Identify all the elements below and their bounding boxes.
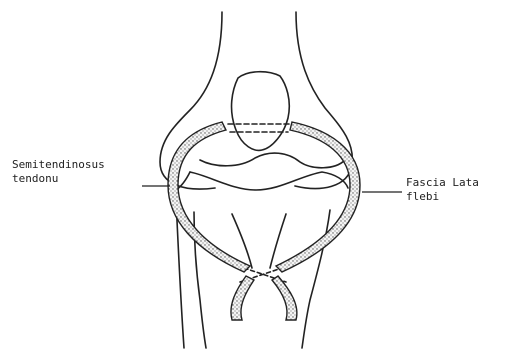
tibial-tuberosity [232, 214, 286, 268]
femur-condyle-surface [200, 153, 345, 168]
label-semitendinosus-1: Semitendinosus [12, 158, 105, 171]
femur-outline [160, 12, 222, 189]
label-semitendinosus-2: tendonu [12, 172, 58, 185]
patella [232, 72, 290, 151]
fascia-lata-graft [276, 122, 360, 272]
graft-lower-cross-right [272, 276, 297, 320]
tibia-right [302, 210, 330, 348]
label-fascia-1: Fascia Lata [406, 176, 479, 189]
semitendinosus-graft [168, 122, 250, 272]
graft-lower-cross [231, 276, 254, 320]
label-fascia-2: flebi [406, 190, 439, 203]
